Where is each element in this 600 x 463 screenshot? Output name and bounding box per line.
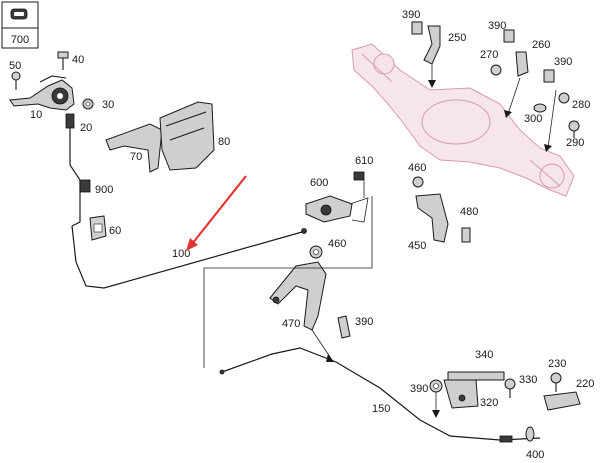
label-30: 30 (102, 99, 114, 111)
part-100-front-cable[interactable] (71, 225, 303, 289)
label-470: 470 (282, 318, 300, 330)
label-320: 320 (480, 397, 498, 409)
part-60-bracket[interactable] (89, 215, 107, 241)
part-260-bracket[interactable] (515, 51, 529, 77)
label-150: 150 (372, 403, 390, 415)
rear-axle-outline (351, 43, 575, 197)
label-290: 290 (566, 137, 584, 149)
label-80: 80 (218, 136, 230, 148)
part-390-clip-top-mid[interactable] (503, 29, 515, 43)
part-340-plate[interactable] (447, 371, 505, 381)
label-390-lower: 390 (410, 383, 428, 395)
label-600: 600 (310, 177, 328, 189)
label-450: 450 (408, 240, 426, 252)
label-20: 20 (80, 122, 92, 134)
part-40-bolt[interactable] (57, 51, 69, 70)
label-70: 70 (130, 151, 142, 163)
label-220: 220 (576, 378, 594, 390)
label-460-center: 460 (328, 238, 346, 250)
part-70-cover[interactable] (105, 123, 163, 173)
part-600-equalizer[interactable] (305, 195, 353, 223)
label-60: 60 (109, 225, 121, 237)
part-10-parking-brake-pedal[interactable] (9, 75, 75, 111)
label-700: 700 (11, 34, 29, 46)
part-390-clip-top-right[interactable] (543, 69, 555, 83)
label-390-top-left: 390 (402, 9, 420, 21)
label-10: 10 (30, 109, 42, 121)
highlight-arrow (186, 175, 247, 251)
label-250: 250 (448, 32, 466, 44)
part-250-bracket[interactable] (423, 25, 441, 65)
part-230-bolt[interactable] (550, 372, 562, 392)
part-330-bolt[interactable] (504, 378, 516, 398)
part-320-bracket[interactable] (443, 379, 479, 409)
part-290-bolt[interactable] (568, 120, 580, 138)
part-30-nut[interactable] (82, 98, 94, 110)
label-390-top-mid: 390 (488, 20, 506, 32)
label-610: 610 (355, 155, 373, 167)
label-50: 50 (9, 60, 21, 72)
label-300: 300 (524, 113, 542, 125)
part-900-clip[interactable] (79, 179, 91, 193)
part-700-icon[interactable] (1, 1, 39, 49)
part-450-bracket[interactable] (415, 193, 449, 243)
label-100: 100 (172, 248, 190, 260)
part-150-rear-cable[interactable] (221, 347, 541, 441)
part-280-washer[interactable] (558, 92, 570, 104)
part-20-switch[interactable] (65, 113, 75, 129)
label-230: 230 (548, 358, 566, 370)
part-460-nut-center[interactable] (309, 245, 323, 259)
part-390-clip-lower[interactable] (429, 379, 443, 393)
label-270: 270 (480, 49, 498, 61)
release-cable (69, 128, 81, 227)
part-480-clip[interactable] (461, 227, 471, 243)
label-390-top-right: 390 (554, 56, 572, 68)
label-460-right: 460 (408, 162, 426, 174)
label-480: 480 (460, 206, 478, 218)
part-460-nut-right[interactable] (412, 176, 424, 188)
part-50-bolt[interactable] (11, 71, 21, 90)
part-80-cover[interactable] (159, 101, 215, 171)
part-300-washer[interactable] (533, 103, 547, 113)
label-40: 40 (72, 54, 84, 66)
part-390-clip-top-left[interactable] (411, 21, 423, 35)
label-330: 330 (519, 374, 537, 386)
cable-end-fitting (301, 228, 307, 234)
part-610-nut[interactable] (353, 171, 365, 181)
part-270-nut[interactable] (490, 64, 502, 76)
label-340: 340 (475, 349, 493, 361)
label-260: 260 (532, 39, 550, 51)
part-400-washer[interactable] (525, 426, 535, 442)
label-400: 400 (526, 449, 544, 461)
part-220-bracket[interactable] (543, 391, 581, 411)
part-390-clip-center[interactable] (337, 315, 351, 339)
label-390-center: 390 (355, 316, 373, 328)
label-900: 900 (95, 184, 113, 196)
rear-cable-end (499, 435, 513, 443)
label-280: 280 (572, 99, 590, 111)
